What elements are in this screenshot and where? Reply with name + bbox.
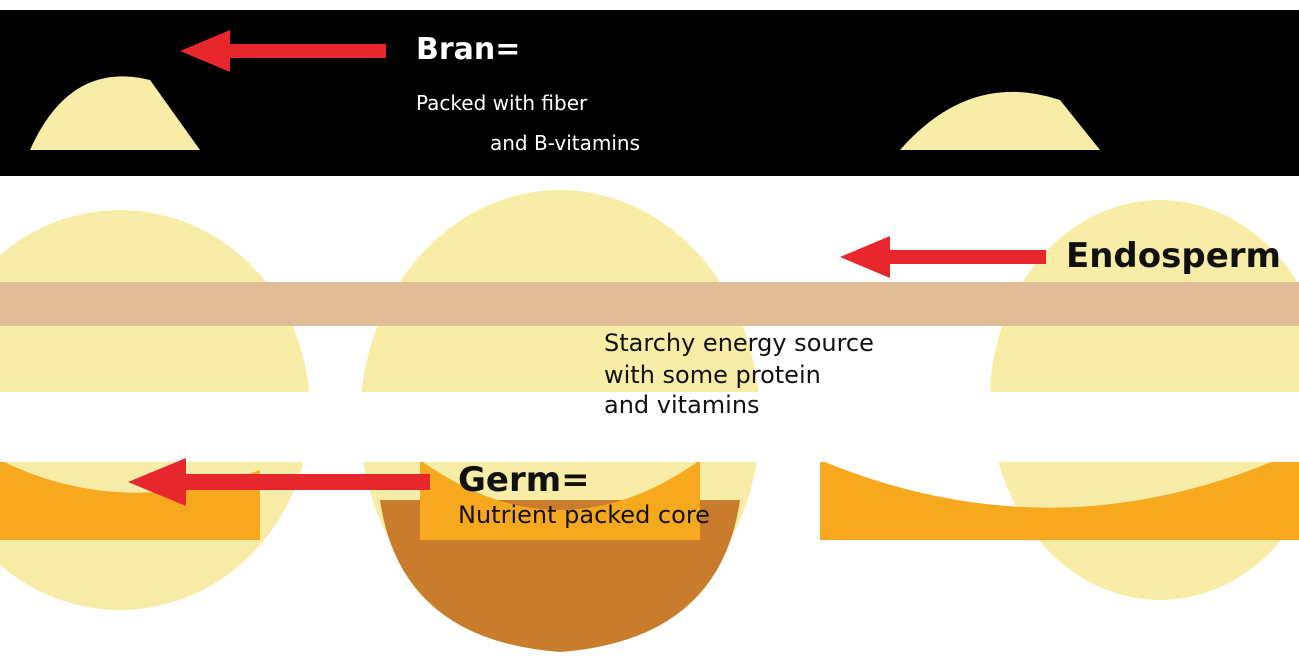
endosperm-title: Endosperm (1066, 236, 1281, 276)
germ-title: Germ= (458, 460, 590, 500)
endosperm-description-line-1: Starchy energy source (604, 328, 874, 358)
bran-description-line-2: and B-vitamins (490, 128, 640, 158)
bran-title: Bran= (416, 30, 520, 70)
endosperm-description-line-3: and vitamins (604, 390, 760, 420)
arrow-endosperm (840, 236, 1046, 278)
bran-description-line-1: Packed with fiber (416, 88, 587, 118)
endosperm-band (0, 282, 1299, 326)
germ-description: Nutrient packed core (458, 500, 710, 530)
top-dark-band (0, 10, 1299, 176)
endosperm-description-line-2: with some protein (604, 360, 821, 390)
